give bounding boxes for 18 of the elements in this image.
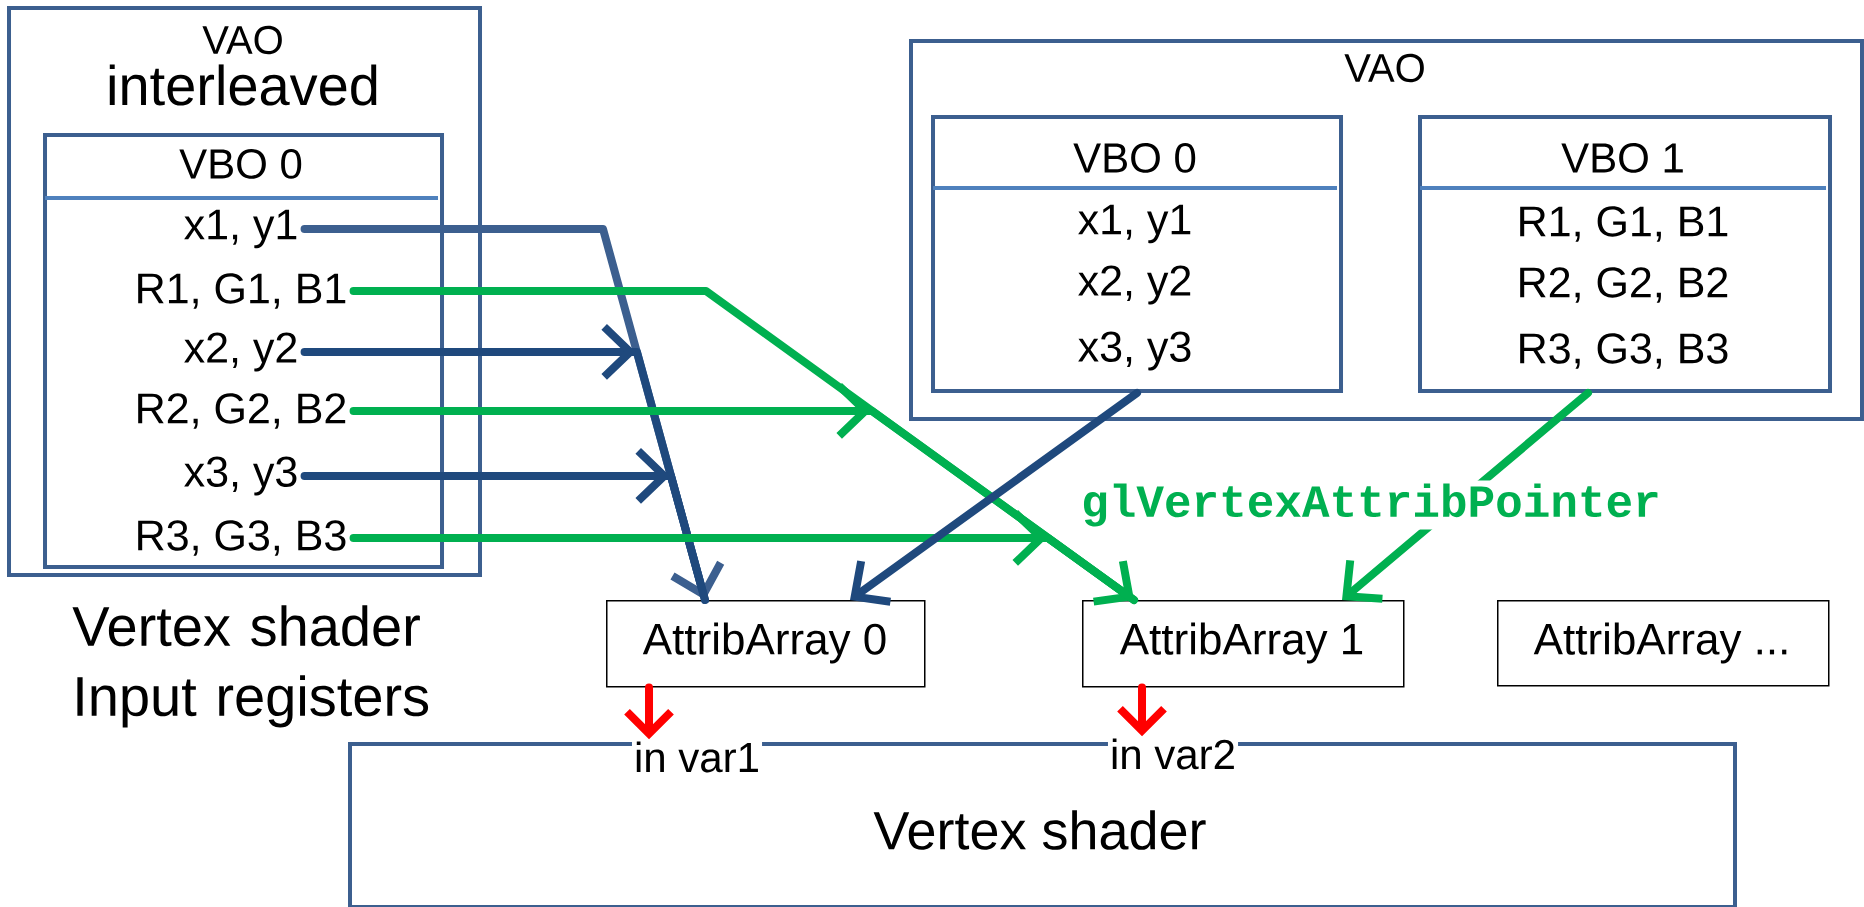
data-row: R3, G3, B3 [138, 520, 346, 556]
input-label: in var2 [1108, 736, 1239, 772]
arrow [850, 389, 1141, 606]
data-row: x1, y1 [184, 209, 297, 249]
side-label: Vertex shader Input registers [72, 605, 429, 728]
attrib-array-box: AttribArray ... [1497, 600, 1830, 687]
data-row: R2, G2, B2 [138, 393, 346, 429]
vbo-box: VBO 1 R1, G1, B1 R2, G2, B2 R3, G3, B3 [1418, 115, 1832, 393]
data-row: R1, G1, B1 [138, 273, 346, 309]
data-row: x3, y3 [184, 456, 297, 496]
function-label: glVertexAttribPointer [1078, 480, 1664, 530]
attrib-array-box: AttribArray 1 [1082, 600, 1405, 688]
data-row: x2, y2 [184, 332, 297, 372]
arrow [300, 225, 725, 600]
attrib-array-box: AttribArray 0 [606, 600, 926, 688]
input-label: in var1 [632, 739, 763, 775]
arrow [349, 287, 1134, 606]
vbo-box: VBO 0 x1, y1 x2, y2 x3, y3 [931, 115, 1343, 393]
